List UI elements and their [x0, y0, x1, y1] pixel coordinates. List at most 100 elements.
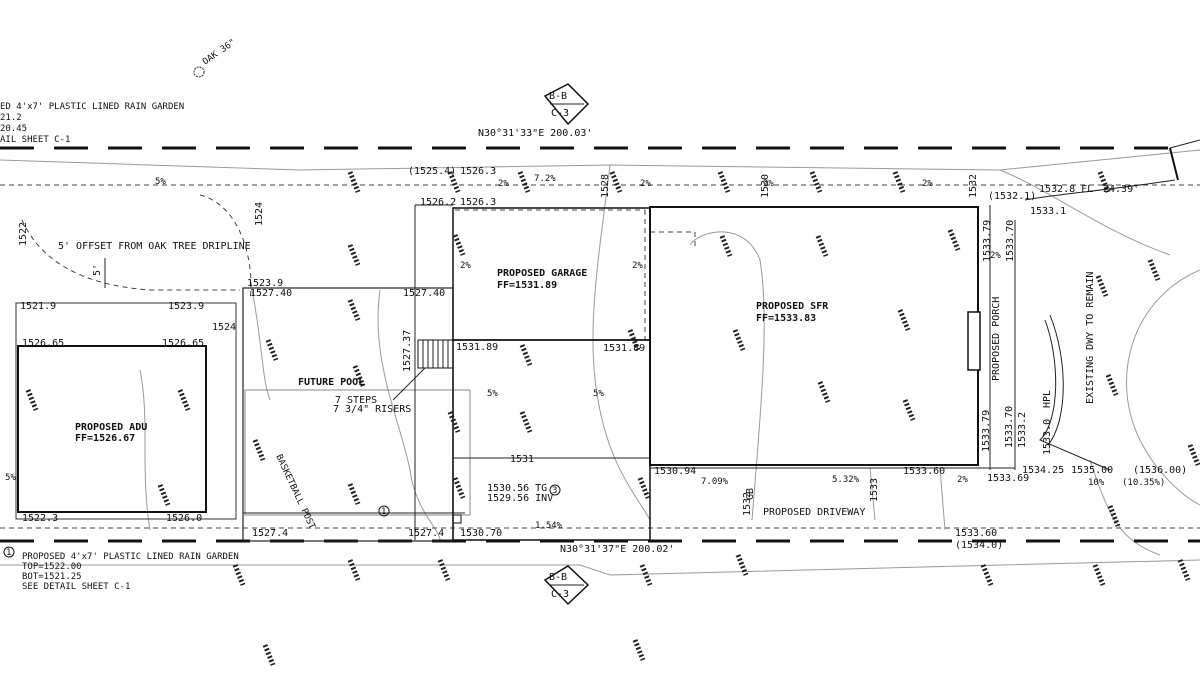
elev-1530: 1530	[760, 174, 771, 198]
elev-1536-00: (1536.00)	[1133, 465, 1187, 476]
slope-2-h: 2%	[990, 251, 1001, 261]
elev-1530-56-tg: 1530.56 TG	[487, 483, 547, 494]
elev-1526-0: 1526.0	[166, 513, 202, 524]
steps-risers: 7 3/4" RISERS	[333, 404, 411, 415]
existing-driveway-curve	[1024, 179, 1176, 471]
elev-1533-69: 1533.69	[987, 473, 1029, 484]
elev-1533-2: 1533.2	[1017, 412, 1028, 448]
elev-1534-0: (1534.0)	[955, 540, 1003, 551]
sfr-ff: FF=1533.83	[756, 313, 816, 324]
elev-1522-3: 1522.3	[22, 513, 58, 524]
elev-1533-70-a: 1533.70	[1004, 406, 1015, 448]
slope-5-d: 5%	[5, 473, 16, 483]
elev-1529-56-inv: 1529.56 INV	[487, 493, 553, 504]
dim-5-offset: 5'	[92, 264, 103, 276]
rain-garden-bottom-line-2: TOP=1522.00	[22, 562, 82, 572]
elev-1533: 1533	[869, 478, 880, 502]
section-marker-bottom: B-B C-3	[543, 565, 590, 606]
elev-1532-8-fl: 1532.8 FL	[1039, 184, 1093, 195]
slope-2-g: 2%	[632, 261, 643, 271]
property-lines	[0, 139, 1200, 543]
slope-5-a: 5%	[155, 177, 166, 187]
offset-note: 5' OFFSET FROM OAK TREE DRIPLINE	[58, 241, 251, 252]
rain-garden-bottom-line-1: PROPOSED 4'x7' PLASTIC LINED RAIN GARDEN	[22, 552, 239, 562]
marker-3-drain: 3	[552, 486, 557, 496]
elev-1528: 1528	[600, 174, 611, 198]
elev-24-39: 24.39'	[1103, 184, 1139, 195]
elev-1521-9: 1521.9	[20, 301, 56, 312]
driveway-label: PROPOSED DRIVEWAY	[763, 507, 865, 518]
elev-1530-70: 1530.70	[460, 528, 502, 539]
pool-label: FUTURE POOL	[298, 377, 364, 388]
slope-2-e: 2%	[957, 475, 968, 485]
bearing-bottom: N30°31'37"E 200.02'	[560, 544, 674, 555]
sfr-building	[649, 205, 1016, 470]
elev-1527-40-a: 1527.40	[250, 288, 292, 299]
elev-1532: 1532	[968, 174, 979, 198]
adu-ff: FF=1526.67	[75, 433, 135, 444]
elev-1533-70-b: 1533.70	[1005, 220, 1016, 262]
slope-7-09: 7.09%	[701, 477, 729, 487]
adu-building	[15, 302, 237, 520]
contour-lines	[0, 149, 1200, 576]
elev-1531-89-b: 1531.89	[603, 343, 645, 354]
elevation-labels: 1521.9 1523.9 1526.65 1526.65 1522.3 152…	[18, 166, 1187, 551]
section-top-sheet: C-3	[551, 108, 569, 119]
elev-1533-1: 1533.1	[1030, 206, 1066, 217]
elev-1526-3-a: 1526.3	[460, 166, 496, 177]
slope-2-d: 2%	[922, 179, 933, 189]
elev-1524: 1524	[212, 322, 236, 333]
slope-10-35: (10.35%)	[1122, 478, 1165, 488]
slope-5-b: 5%	[487, 389, 498, 399]
steps	[417, 339, 454, 369]
elev-1534-25: 1534.25	[1022, 465, 1064, 476]
slope-2-a: 2%	[498, 179, 509, 189]
elev-1525-4: (1525.4)	[408, 166, 456, 177]
rain-garden-top-line-4: AIL SHEET C-1	[0, 135, 70, 145]
drain-box-icon	[452, 514, 462, 524]
oak-dripline	[21, 194, 252, 301]
elev-1533-0: 1533.0	[1042, 419, 1053, 455]
section-bottom-cut: B-B	[549, 572, 567, 583]
slope-2-f: 2%	[460, 261, 471, 271]
rain-garden-note-bottom: PROPOSED 4'x7' PLASTIC LINED RAIN GARDEN…	[3, 546, 239, 592]
elev-1527-4-a: 1527.4	[252, 528, 288, 539]
rain-garden-bottom-line-4: SEE DETAIL SHEET C-1	[22, 582, 130, 592]
section-bottom-sheet: C-3	[551, 589, 569, 600]
elev-1523-9-b: 1523.9	[247, 278, 283, 289]
elev-1531-89-a: 1531.89	[456, 342, 498, 353]
elev-1533-79: 1533.79	[981, 410, 992, 452]
rain-garden-bottom-line-3: BOT=1521.25	[22, 572, 82, 582]
elev-1533-79-b: 1533.79	[982, 220, 993, 262]
elev-1527-40-b: 1527.40	[403, 288, 445, 299]
section-top-cut: B-B	[549, 91, 567, 102]
elev-1532-1: (1532.1)	[988, 191, 1036, 202]
slope-5-32: 5.32%	[832, 475, 860, 485]
elev-1532-b: 1532	[742, 492, 753, 516]
slope-2-b: 2%	[640, 179, 651, 189]
marker-1-bottom: 1	[6, 548, 11, 558]
hatch-symbols	[25, 171, 1200, 666]
elev-1527-37: 1527.37	[402, 330, 413, 372]
basketball-label: BASKETBALL POST	[273, 453, 317, 531]
adu-name: PROPOSED ADU	[75, 422, 147, 433]
bearing-top: N30°31'33"E 200.03'	[478, 128, 592, 139]
rain-garden-top-line-3: 20.45	[0, 124, 27, 134]
elev-1526-65-a: 1526.65	[22, 338, 64, 349]
slope-2-c: 2%	[763, 179, 774, 189]
elev-1527-4-b: 1527.4	[408, 528, 444, 539]
oak-tree-icon: OAK 36"	[193, 38, 238, 78]
gb-label: GB	[745, 488, 756, 500]
rain-garden-top-line-1: ED 4'x7' PLASTIC LINED RAIN GARDEN	[0, 102, 184, 112]
porch-label: PROPOSED PORCH	[991, 297, 1002, 381]
slope-1-54: 1.54%	[535, 521, 563, 531]
existing-driveway-label: EXISTING DWY TO REMAIN	[1085, 272, 1096, 404]
slope-5-c: 5%	[593, 389, 604, 399]
oak-tag: OAK 36"	[201, 38, 238, 68]
garage-name: PROPOSED GARAGE	[497, 268, 587, 279]
slope-10: 10%	[1088, 478, 1105, 488]
steps-count: 7 STEPS	[335, 395, 377, 406]
elev-1533-60-b: 1533.60	[955, 528, 997, 539]
rain-garden-top-line-2: 21.2	[0, 113, 22, 123]
